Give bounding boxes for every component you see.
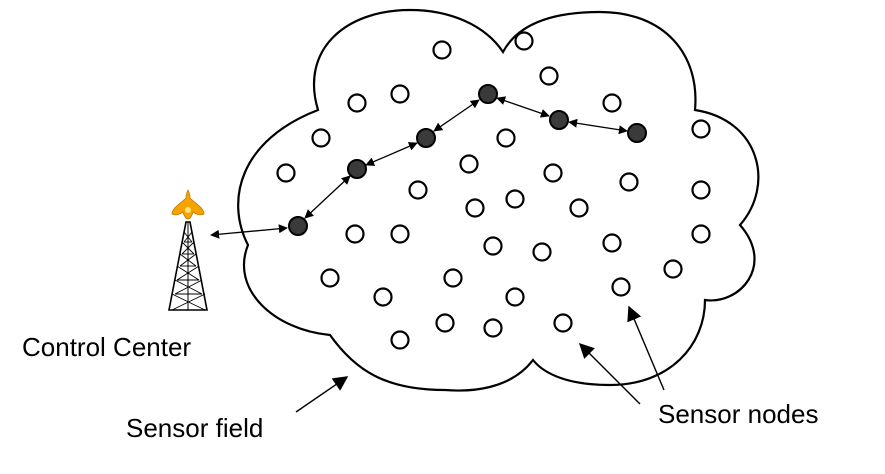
sensor-node	[505, 189, 525, 209]
sensor-node	[532, 242, 552, 262]
relay-node	[549, 110, 569, 130]
sensor-node	[569, 198, 589, 218]
sensor-node	[390, 330, 410, 350]
sensor-node	[691, 180, 711, 200]
sensor-node	[432, 40, 452, 60]
relay-path-nodes	[288, 84, 647, 236]
idle-sensor-nodes	[276, 31, 711, 350]
sensor-node	[505, 287, 525, 307]
sensor-node	[347, 93, 367, 113]
sensor-node	[465, 198, 485, 218]
transmission-tower-icon	[168, 189, 208, 311]
sensor-node	[408, 180, 428, 200]
relay-node	[416, 128, 436, 148]
sensor-field-pointer	[295, 376, 349, 413]
sensor-nodes-pointer-1	[578, 342, 641, 405]
sensor-node	[602, 93, 622, 113]
sensor-node	[459, 154, 479, 174]
relay-links	[210, 96, 628, 239]
link-node1-node2	[304, 175, 351, 219]
sensor-node	[320, 268, 340, 288]
sensor-node	[390, 224, 410, 244]
link-node3-node4	[433, 99, 480, 132]
link-node5-node6	[568, 118, 628, 135]
sensor-node	[553, 313, 573, 333]
relay-node	[478, 84, 498, 104]
sensor-node	[663, 259, 683, 279]
control-center-label: Control Center	[22, 332, 191, 362]
link-tower-node1	[210, 224, 288, 239]
sensor-node	[443, 268, 463, 288]
sensor-nodes-label: Sensor nodes	[658, 399, 818, 429]
relay-node	[627, 123, 647, 143]
sensor-node	[373, 287, 393, 307]
link-node4-node5	[496, 96, 550, 118]
sensor-node	[390, 84, 410, 104]
sensor-node	[514, 31, 534, 51]
sensor-node	[539, 66, 559, 86]
sensor-node	[483, 318, 503, 338]
sensor-node	[691, 119, 711, 139]
relay-node	[288, 216, 308, 236]
sensor-node	[483, 236, 503, 256]
sensor-node	[602, 233, 622, 253]
sensor-node	[543, 163, 563, 183]
relay-node	[347, 159, 367, 179]
sensor-node	[611, 277, 631, 297]
sensor-field-boundary	[237, 8, 760, 392]
sensor-node	[435, 313, 455, 333]
link-node2-node3	[365, 142, 418, 166]
sensor-node	[276, 163, 296, 183]
sensor-node	[345, 224, 365, 244]
sensor-node	[311, 128, 331, 148]
sensor-node	[619, 172, 639, 192]
sensor-node	[691, 224, 711, 244]
sensor-field-label: Sensor field	[126, 413, 263, 443]
sensor-nodes-pointer-2	[627, 305, 665, 391]
sensor-node	[496, 128, 516, 148]
